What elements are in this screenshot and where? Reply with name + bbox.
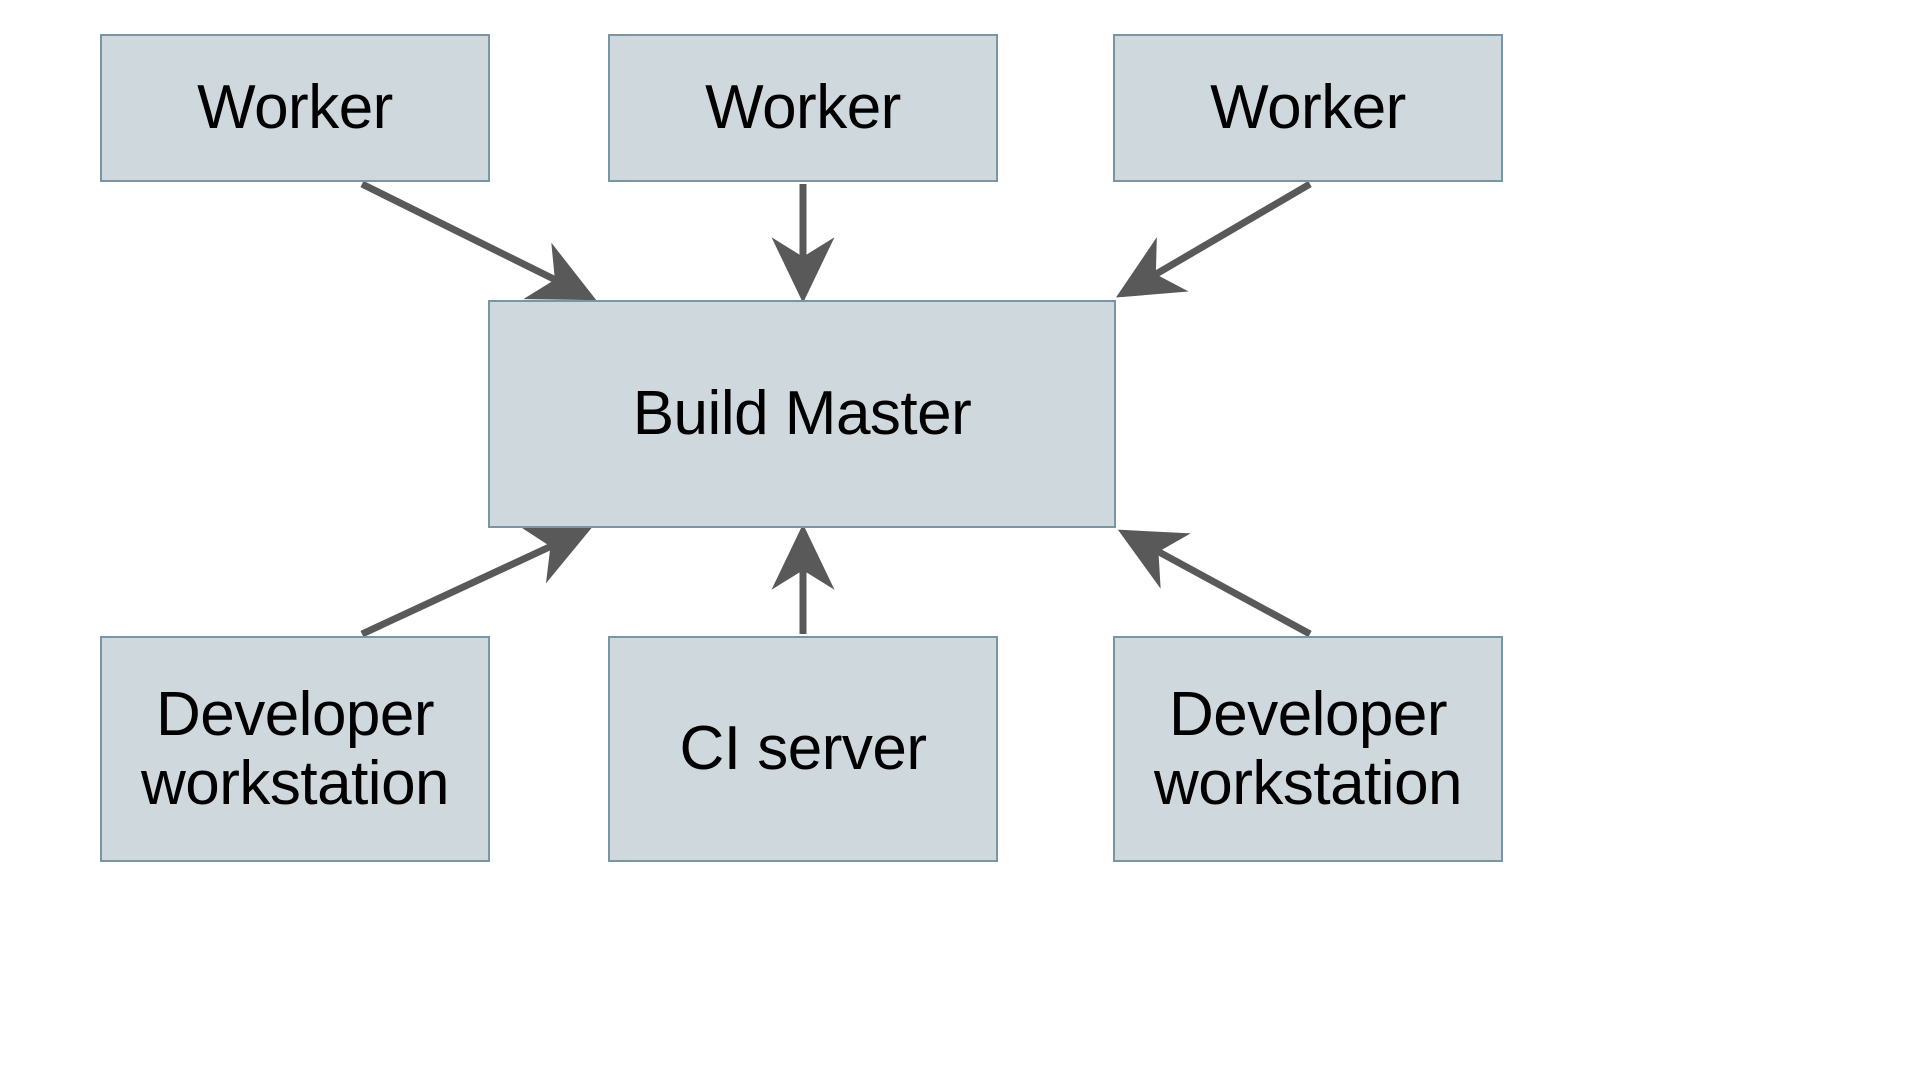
node-label: Worker [197, 73, 393, 143]
edge-dev-1-to-master [360, 526, 593, 638]
node-label: Build Master [632, 379, 972, 449]
node-build-master[interactable]: Build Master [488, 300, 1116, 528]
edge-worker-1-to-master [360, 180, 597, 301]
node-worker-center[interactable]: Worker [608, 34, 998, 182]
node-label: Developer workstation [1153, 679, 1463, 818]
node-developer-workstation-left[interactable]: Developer workstation [100, 636, 490, 862]
node-label: Worker [705, 73, 901, 143]
node-ci-server[interactable]: CI server [608, 636, 998, 862]
node-developer-workstation-right[interactable]: Developer workstation [1113, 636, 1503, 862]
edge-dev-2-to-master [1117, 529, 1312, 638]
node-label: Developer workstation [140, 679, 450, 818]
node-label: CI server [679, 714, 927, 784]
node-worker-right[interactable]: Worker [1113, 34, 1503, 182]
edge-worker-3-to-master [1115, 180, 1312, 298]
node-worker-left[interactable]: Worker [100, 34, 490, 182]
node-label: Worker [1210, 73, 1406, 143]
